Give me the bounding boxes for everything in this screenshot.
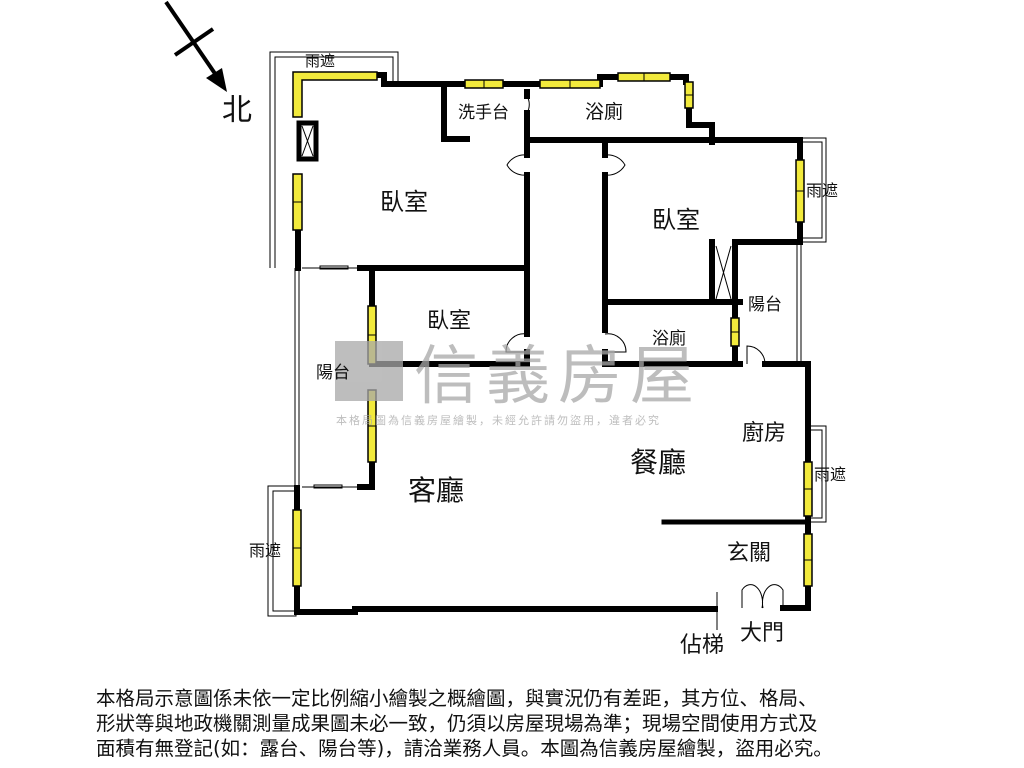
label-balcony-west: 陽台 — [316, 363, 350, 383]
watermark: 信義房屋 本格局圖為信義房屋繪製，未經允許請勿盜用，違者必究 — [335, 340, 702, 427]
windows — [292, 71, 813, 587]
canopy-outlines — [267, 51, 827, 617]
compass-north-label: 北 — [222, 93, 252, 128]
label-elevator: 佔梯 — [680, 633, 724, 658]
label-living-room: 客廳 — [408, 474, 464, 507]
disclaimer-text: 本格局示意圖係未依一定比例縮小繪製之概繪圖，與實況仍有差距，其方位、格局、 形狀… — [96, 686, 956, 761]
label-canopy-top: 雨遮 — [305, 52, 335, 70]
label-bathroom-mid: 浴廁 — [652, 328, 686, 349]
label-main-door: 大門 — [740, 621, 784, 646]
label-balcony-east: 陽台 — [748, 295, 782, 315]
watermark-brand: 信義房屋 — [414, 340, 702, 414]
disclaimer-line-1: 本格局示意圖係未依一定比例縮小繪製之概繪圖，與實況仍有差距，其方位、格局、 — [96, 687, 818, 710]
label-bedroom-ne: 臥室 — [652, 206, 700, 234]
label-dining-room: 餐廳 — [630, 446, 686, 479]
label-kitchen: 廚房 — [742, 421, 786, 446]
label-bedroom-mid: 臥室 — [427, 309, 471, 334]
disclaimer-line-3: 面積有無登記(如：露台、陽台等)，請洽業務人員。本圖為信義房屋繪製，盜用必究。 — [96, 737, 833, 760]
watermark-notice: 本格局圖為信義房屋繪製，未經允許請勿盜用，違者必究 — [336, 413, 661, 427]
north-arrow-icon — [164, 0, 227, 92]
disclaimer-line-2: 形狀等與地政機關測量成果圖未必一致，仍須以房屋現場為準；現場空間使用方式及 — [96, 712, 818, 735]
closet-icons — [301, 125, 732, 300]
label-canopy-east-upper: 雨遮 — [806, 181, 838, 200]
window-mullions — [293, 73, 812, 561]
label-canopy-east-lower: 雨遮 — [814, 465, 846, 484]
doors — [302, 94, 784, 630]
label-bedroom-nw: 臥室 — [380, 188, 428, 216]
label-canopy-west-lower: 雨遮 — [249, 541, 281, 560]
label-washbasin: 洗手台 — [458, 103, 509, 123]
label-entrance: 玄關 — [727, 541, 771, 566]
label-bathroom-top: 浴廁 — [585, 100, 623, 123]
